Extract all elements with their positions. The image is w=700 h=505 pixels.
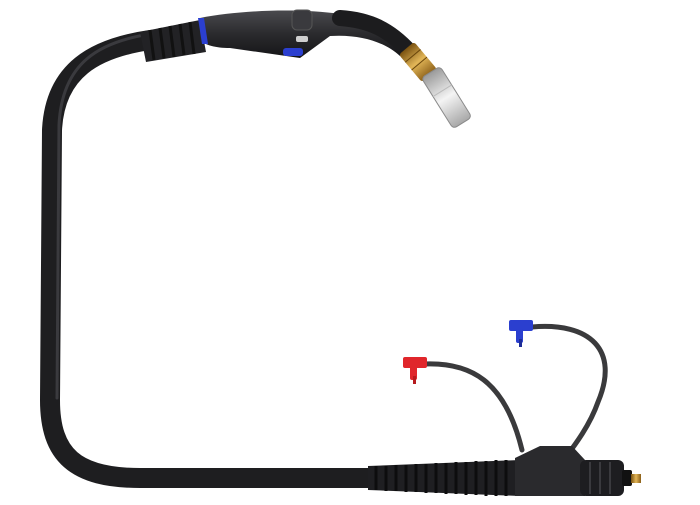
red-coolant-hose [421,361,525,453]
contact-tip [422,67,471,128]
blue-connector [509,320,533,347]
hose-junction-block [515,446,585,496]
blue-coolant-hose [529,323,608,461]
handle-logo-badge [296,36,308,42]
brass-collar [399,43,437,81]
handle-blue-accent [283,48,303,56]
rear-strain-relief [368,460,520,496]
red-connector [403,357,427,384]
main-cable [39,30,385,488]
handle-blue-ring [198,18,208,44]
euro-connector [580,460,641,496]
swan-neck [332,10,418,60]
trigger-button [291,9,313,31]
handle-strain-relief [140,20,206,62]
main-cable-highlight [55,32,152,400]
